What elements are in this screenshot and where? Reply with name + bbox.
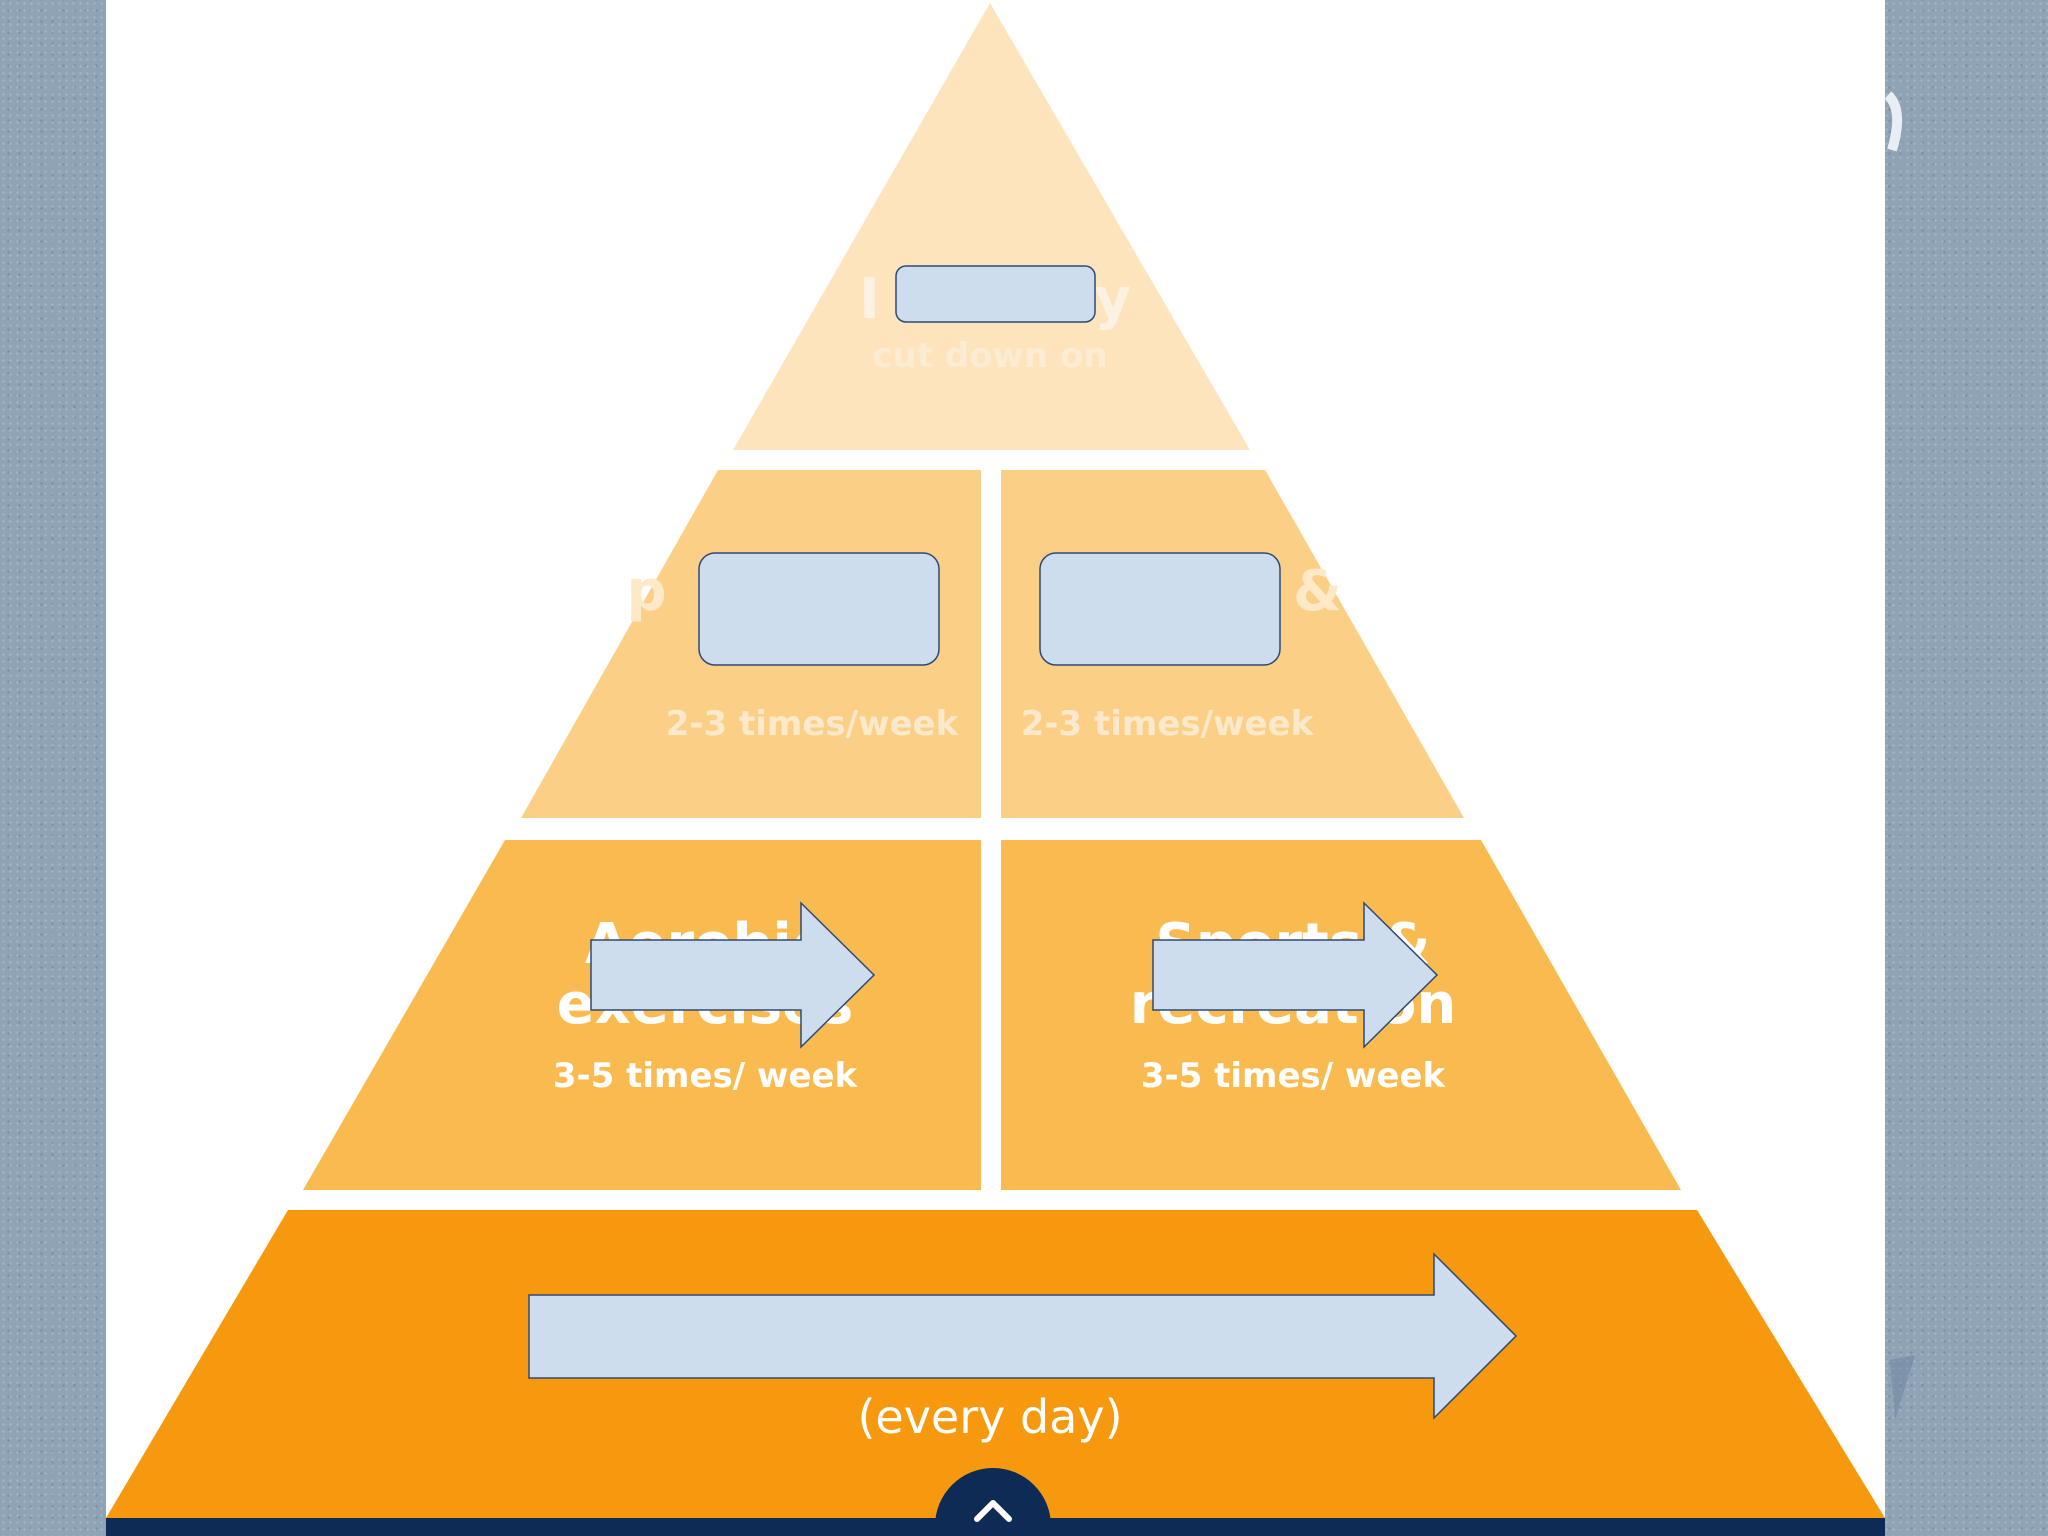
pyramid-tier-3-right [1001,840,1681,1190]
tier-3-right-subtitle: 3-5 times/ week [1141,1056,1447,1096]
chevron-up-icon [974,1500,1012,1522]
tier-2-right-subtitle: 2-3 times/week [1021,704,1315,744]
pyramid-tier-top [733,3,1250,450]
tier-top-subtitle: cut down on [872,336,1107,376]
tier-base-subtitle: (every day) [857,1390,1122,1444]
placeholder-box-right [1039,552,1281,666]
placeholder-arrow-right [1152,901,1439,1049]
background-glyph [1884,91,1903,152]
placeholder-box-top [895,265,1096,323]
scroll-up-button[interactable] [935,1468,1051,1536]
placeholder-arrow-base [528,1252,1518,1420]
tier-3-left-subtitle: 3-5 times/ week [553,1056,859,1096]
background-glyph [1890,1355,1915,1420]
tier-2-left-subtitle: 2-3 times/week [666,704,960,744]
placeholder-box-left [698,552,940,666]
placeholder-arrow-left [590,901,876,1049]
